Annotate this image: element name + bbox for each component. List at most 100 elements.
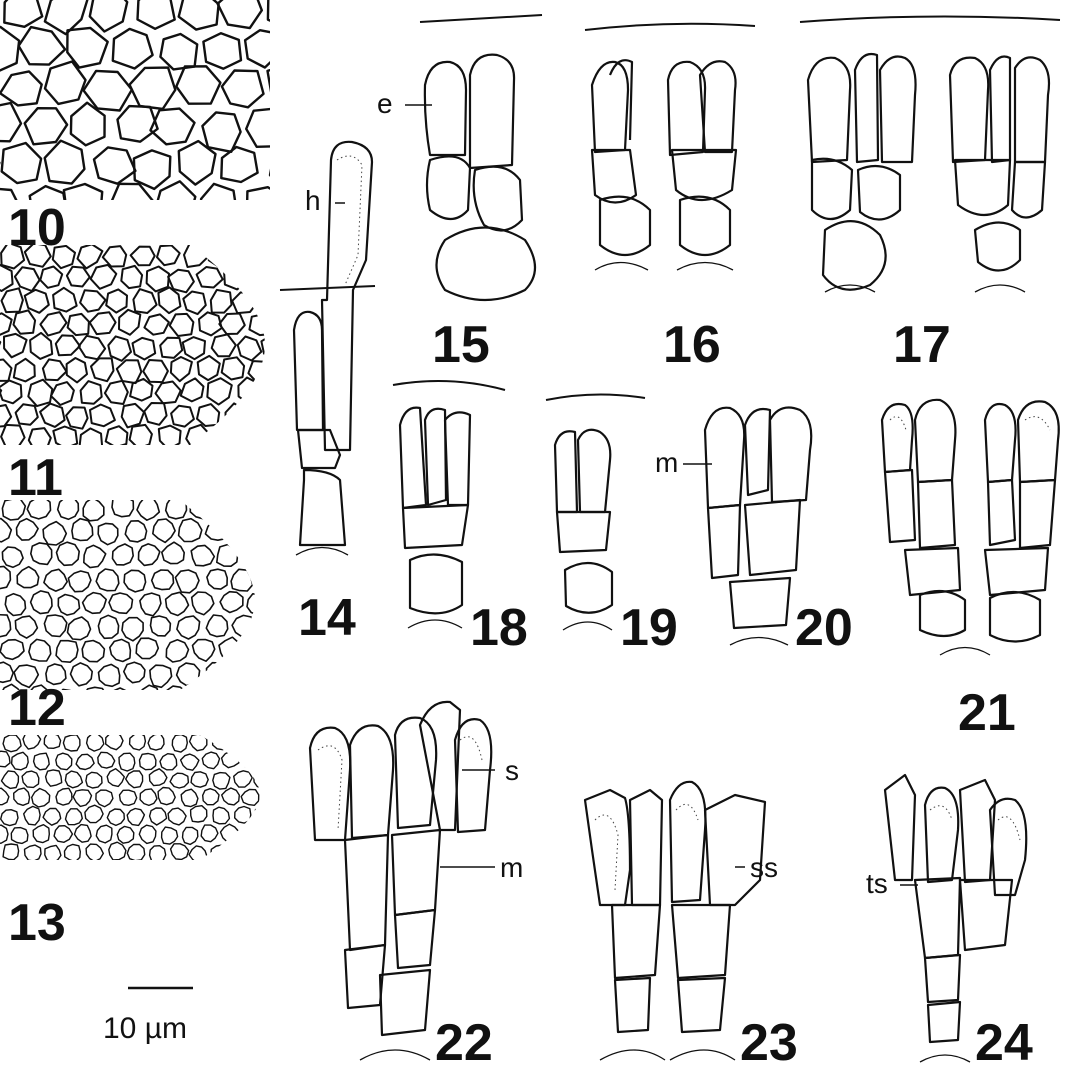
- epidermal-cell: [119, 753, 135, 771]
- epidermal-cell: [265, 825, 280, 842]
- epidermal-cell: [246, 496, 267, 517]
- epidermal-cell: [211, 290, 232, 313]
- epidermal-cell: [0, 313, 12, 335]
- epidermal-cell: [0, 103, 21, 141]
- epidermal-cell: [31, 543, 52, 565]
- panel-13-cells: [0, 732, 293, 882]
- epidermal-cell: [29, 428, 51, 450]
- epidermal-cell: [28, 380, 52, 406]
- epidermal-cell: [34, 753, 50, 770]
- epidermal-cell: [213, 773, 230, 790]
- epidermal-cell: [155, 181, 196, 226]
- epidermal-cell: [122, 404, 144, 428]
- epidermal-cell: [136, 864, 153, 880]
- epidermal-cell: [177, 616, 200, 639]
- epidermal-cell: [65, 844, 81, 861]
- epidermal-cell: [213, 807, 229, 824]
- epidermal-cell: [76, 754, 94, 769]
- epidermal-cell: [0, 615, 11, 637]
- epidermal-cell: [168, 808, 186, 825]
- epidermal-cell: [64, 184, 102, 223]
- epidermal-cell: [256, 807, 272, 824]
- epidermal-cell: [44, 615, 66, 637]
- epidermal-cell: [171, 357, 192, 381]
- epidermal-cell: [223, 863, 239, 879]
- epidermal-cell: [274, 543, 296, 566]
- epidermal-cell: [203, 789, 219, 805]
- epidermal-cell: [83, 687, 106, 708]
- epidermal-cell: [130, 425, 152, 449]
- epidermal-cell: [140, 789, 157, 806]
- epidermal-cell: [266, 865, 284, 881]
- epidermal-cell: [112, 184, 153, 219]
- epidermal-cell: [272, 595, 293, 617]
- epidermal-cell: [170, 314, 194, 336]
- epidermal-cell: [158, 287, 180, 313]
- panel-15-cells: [420, 15, 542, 300]
- epidermal-cell: [54, 826, 72, 843]
- epidermal-cell: [222, 71, 264, 108]
- epidermal-cell: [0, 865, 9, 881]
- epidermal-cell: [16, 404, 38, 425]
- epidermal-cell: [98, 752, 115, 768]
- epidermal-cell: [150, 808, 167, 825]
- epidermal-cell: [160, 754, 177, 770]
- epidermal-cell: [2, 547, 23, 567]
- epidermal-cell: [235, 807, 251, 824]
- epidermal-cell: [274, 735, 291, 751]
- epidermal-cell: [54, 865, 71, 881]
- epidermal-cell: [207, 569, 227, 589]
- epidermal-cell: [117, 826, 134, 843]
- epidermal-cell: [121, 266, 142, 288]
- epidermal-cell: [164, 686, 186, 708]
- epidermal-cell: [130, 68, 176, 109]
- epidermal-cell: [221, 824, 239, 842]
- epidermal-cell: [106, 289, 127, 312]
- epidermal-cell: [11, 828, 28, 844]
- epidermal-cell: [248, 268, 270, 292]
- epidermal-cell: [181, 789, 198, 806]
- epidermal-cell: [113, 29, 153, 69]
- epidermal-cell: [166, 640, 188, 662]
- epidermal-cell: [79, 336, 105, 359]
- epidermal-cell: [5, 594, 25, 616]
- epidermal-cell: [84, 545, 106, 567]
- epidermal-cell: [244, 638, 266, 662]
- epidermal-cell: [211, 426, 234, 451]
- epidermal-cell: [106, 426, 128, 447]
- epidermal-cell: [99, 664, 120, 686]
- fig-number-20: 20: [795, 599, 853, 657]
- epidermal-cell: [96, 569, 119, 591]
- epidermal-cell: [201, 184, 237, 225]
- epidermal-cell: [192, 592, 214, 615]
- epidermal-cell: [17, 567, 39, 588]
- epidermal-cell: [29, 639, 51, 661]
- epidermal-cell: [133, 289, 156, 313]
- epidermal-cell: [40, 267, 62, 288]
- epidermal-cell: [67, 267, 90, 287]
- fig-number-19: 19: [620, 599, 678, 657]
- epidermal-cell: [19, 27, 66, 65]
- epidermal-cell: [56, 641, 78, 663]
- epidermal-cell: [254, 771, 269, 788]
- epidermal-cell: [274, 845, 291, 861]
- epidermal-cell: [2, 143, 41, 183]
- fig-number-21: 21: [958, 684, 1016, 742]
- epidermal-cell: [137, 497, 159, 520]
- epidermal-cell: [127, 844, 144, 860]
- epidermal-cell: [273, 809, 290, 827]
- epidermal-cell: [140, 754, 156, 770]
- epidermal-cell: [56, 753, 72, 770]
- epidermal-cell: [270, 686, 293, 709]
- epidermal-cell: [17, 519, 39, 540]
- epidermal-cell: [166, 497, 187, 519]
- panel-16-cells: [585, 24, 755, 270]
- epidermal-cell: [90, 0, 127, 31]
- panel-11-cells: [0, 241, 299, 453]
- epidermal-cell: [238, 378, 258, 404]
- epidermal-cell: [208, 241, 231, 268]
- epidermal-cell: [45, 845, 61, 862]
- panel-14-hair: [280, 142, 375, 555]
- epidermal-cell: [246, 827, 262, 844]
